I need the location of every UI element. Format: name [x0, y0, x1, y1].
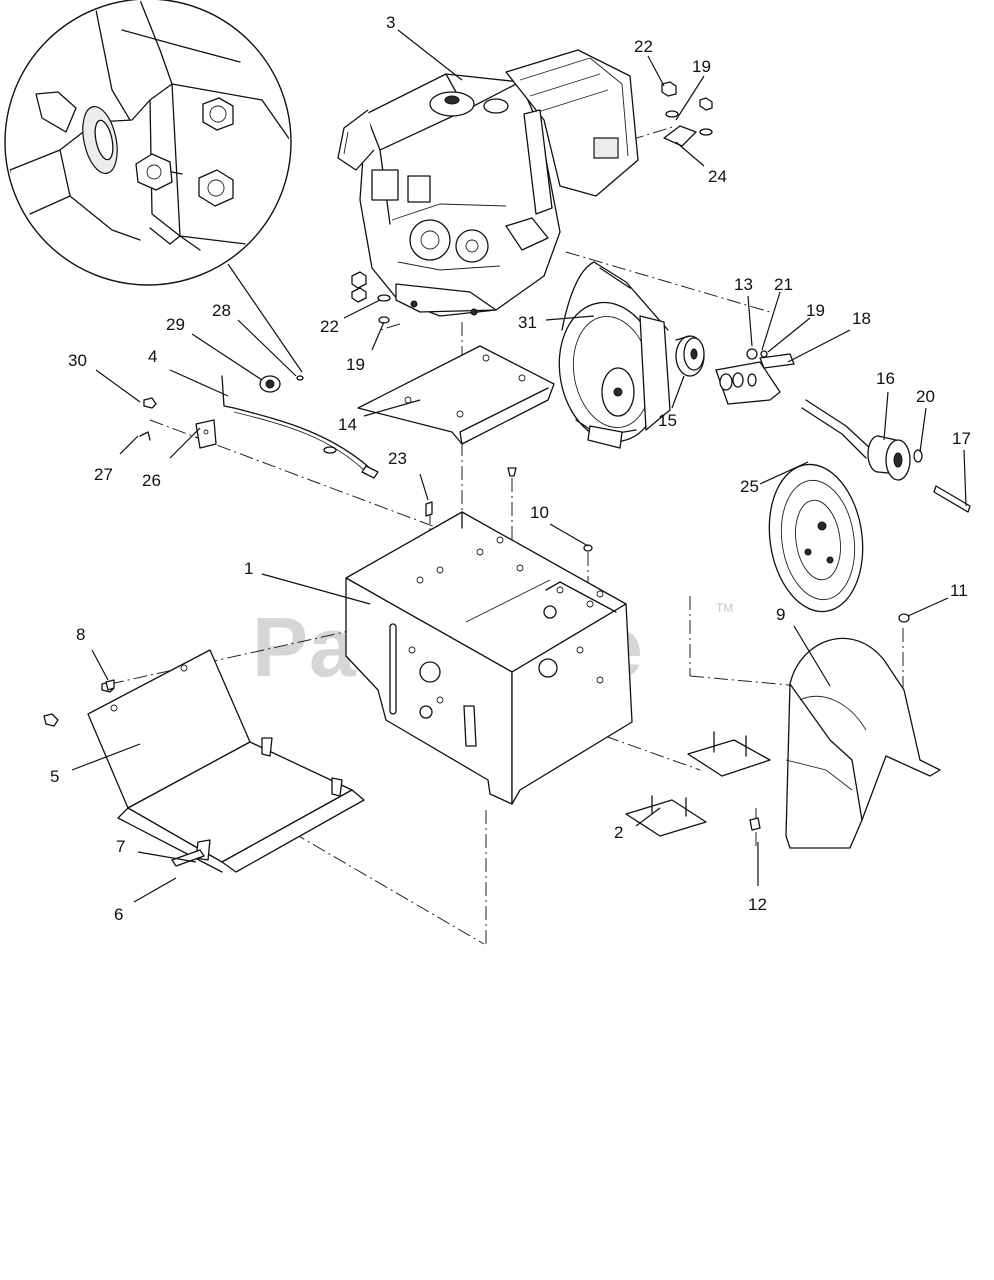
bottom-shield — [43, 649, 365, 873]
callout-21: 21 — [774, 275, 793, 294]
callout-27: 27 — [94, 465, 113, 484]
fasteners — [105, 467, 593, 867]
main-frame — [345, 511, 633, 805]
callout-16: 16 — [876, 369, 895, 388]
callout-23: 23 — [388, 449, 407, 468]
callout-29: 29 — [166, 315, 185, 334]
small-pulley — [675, 335, 705, 377]
belt-cover — [749, 613, 941, 849]
callout-28: 28 — [212, 301, 231, 320]
callout-26: 26 — [142, 471, 161, 490]
callout-22-left: 22 — [320, 317, 339, 336]
callout-17: 17 — [952, 429, 971, 448]
auger-pulley-assembly — [768, 399, 971, 613]
callout-11: 11 — [950, 581, 968, 600]
callout-24: 24 — [708, 167, 727, 186]
callout-9: 9 — [776, 605, 785, 624]
callout-1: 1 — [244, 559, 253, 578]
callout-20: 20 — [916, 387, 935, 406]
callout-14: 14 — [338, 415, 357, 434]
mounting-brackets — [625, 731, 771, 837]
callout-labels: 3 1 2 4 5 6 7 8 9 10 11 12 13 14 15 16 1… — [50, 13, 971, 924]
callout-leader-lines — [71, 29, 967, 903]
callout-4: 4 — [148, 347, 157, 366]
callout-31: 31 — [518, 313, 537, 332]
callout-15: 15 — [658, 411, 677, 430]
detail-magnifier-view — [4, 0, 292, 286]
engine — [337, 49, 639, 317]
callout-8: 8 — [76, 625, 85, 644]
large-pulley-assembly — [558, 261, 671, 449]
callout-30: 30 — [68, 351, 87, 370]
callout-12: 12 — [748, 895, 767, 914]
callout-5: 5 — [50, 767, 59, 786]
callout-19-left: 19 — [346, 355, 365, 374]
callout-6: 6 — [114, 905, 123, 924]
callout-2: 2 — [614, 823, 623, 842]
control-cable-assembly — [139, 375, 379, 479]
callout-13: 13 — [734, 275, 753, 294]
mounting-plate — [357, 345, 555, 445]
callout-3: 3 — [386, 13, 395, 32]
callout-10: 10 — [530, 503, 549, 522]
callout-7: 7 — [116, 837, 125, 856]
callout-19-top: 19 — [692, 57, 711, 76]
callout-25: 25 — [740, 477, 759, 496]
callout-22-top: 22 — [634, 37, 653, 56]
detail-view-pointer — [227, 263, 303, 373]
callout-19-right: 19 — [806, 301, 825, 320]
callout-18: 18 — [852, 309, 871, 328]
idler-bracket — [715, 348, 795, 405]
watermark-trademark: TM — [716, 601, 733, 615]
